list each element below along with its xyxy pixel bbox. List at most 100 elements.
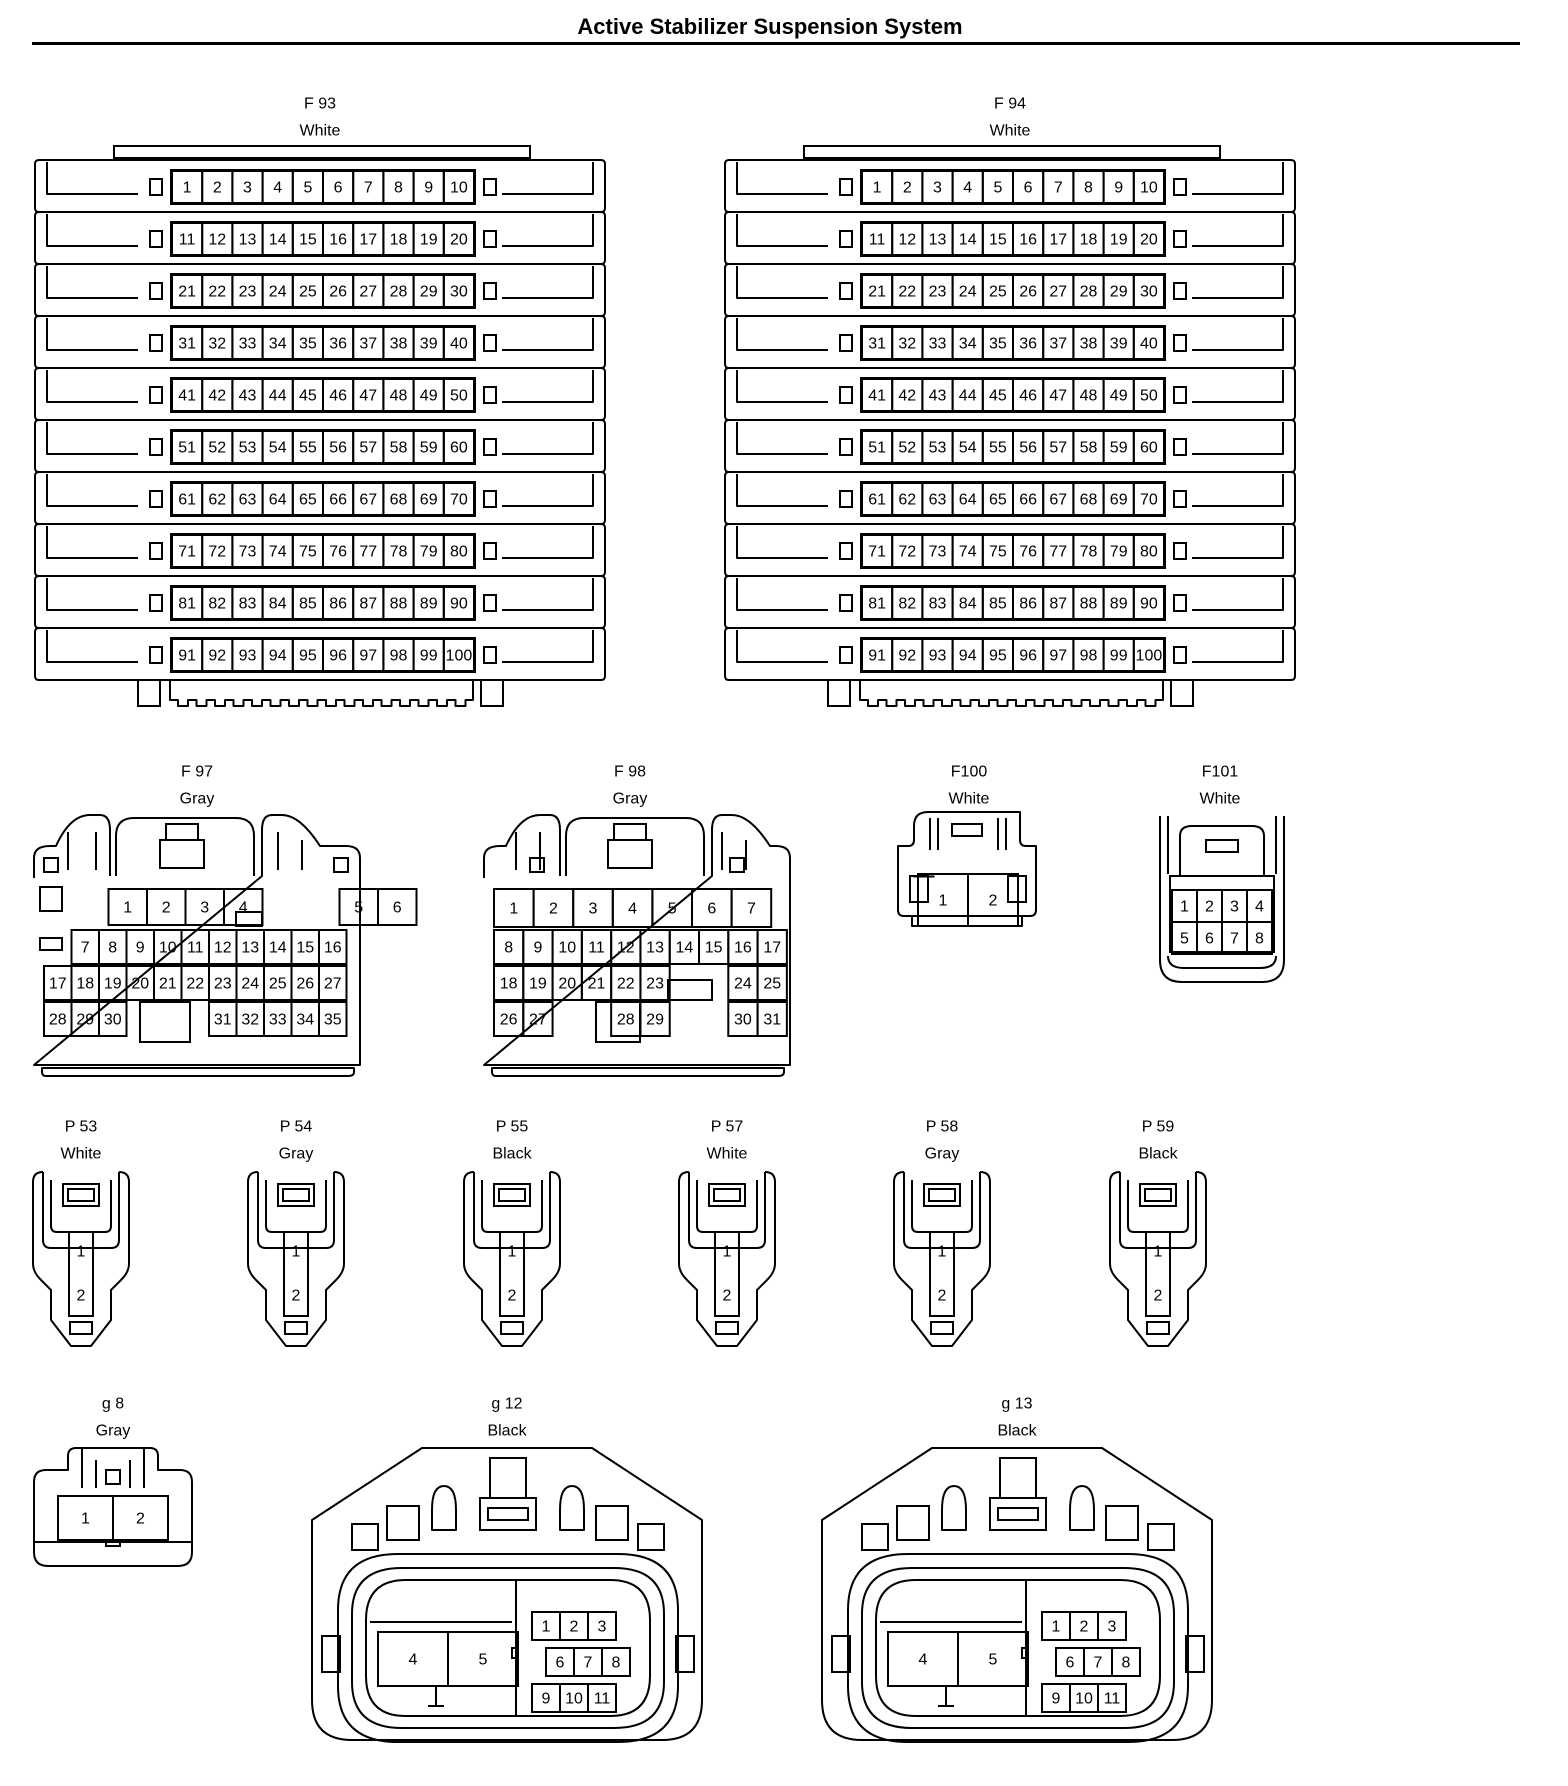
pin-number: 43 — [929, 388, 947, 405]
pin-number: 56 — [329, 440, 347, 457]
rib — [559, 1485, 585, 1531]
row-lock-left — [149, 594, 163, 612]
row-lock-right — [1173, 386, 1187, 404]
pin-cell — [1132, 430, 1166, 464]
pin-number: 74 — [269, 544, 287, 561]
row-lock-left — [149, 646, 163, 664]
pin-number: 15 — [705, 940, 723, 957]
pin-number: 1 — [183, 180, 192, 197]
pin-number: 11 — [187, 940, 204, 957]
circular-housing — [821, 1447, 1213, 1741]
row-lock-left — [839, 334, 853, 352]
pin-number: 41 — [178, 388, 196, 405]
pin-number: 10 — [558, 940, 576, 957]
pin-number: 4 — [239, 900, 248, 917]
row-latch-right — [1192, 422, 1284, 455]
row-latch-left — [46, 162, 138, 195]
pin-cell — [756, 965, 788, 1001]
pin-number: 31 — [214, 1012, 232, 1029]
row-lock-right — [483, 282, 497, 300]
seal-inner — [365, 1579, 651, 1717]
pin-number: 28 — [617, 1012, 635, 1029]
g8-lock — [105, 1469, 121, 1485]
pin-number: 18 — [76, 976, 94, 993]
f100-housing — [897, 811, 1037, 917]
pin-number: 13 — [241, 940, 259, 957]
connector-id-label: P 53 — [65, 1119, 98, 1136]
seal-middle — [351, 1567, 665, 1729]
pin-number: 28 — [390, 284, 408, 301]
row-lock-left — [149, 438, 163, 456]
pin-number: 38 — [1080, 336, 1098, 353]
pin-number: 34 — [296, 1012, 314, 1029]
side-tab — [1105, 1505, 1139, 1541]
pin-cell — [587, 1611, 617, 1641]
side-tab — [386, 1505, 420, 1541]
center-key — [1021, 1647, 1029, 1659]
sensor-housing — [893, 1171, 991, 1347]
pin-number: 35 — [989, 336, 1007, 353]
row-lock-left — [149, 334, 163, 352]
pin-number: 17 — [359, 232, 377, 249]
pin-cell — [318, 1001, 348, 1037]
pin-number: 55 — [299, 440, 317, 457]
pin-number: 2 — [213, 180, 222, 197]
f97-key — [39, 937, 63, 951]
pin-number: 21 — [588, 976, 606, 993]
pin-number: 20 — [131, 976, 149, 993]
pin-number: 84 — [959, 596, 977, 613]
pin-number: 9 — [533, 940, 542, 957]
pin-number: 87 — [1049, 596, 1067, 613]
pin-number: 6 — [334, 180, 343, 197]
pin-number: 12 — [617, 940, 635, 957]
pin-number: 40 — [450, 336, 468, 353]
pin-number: 48 — [390, 388, 408, 405]
row-latch-right — [1192, 214, 1284, 247]
pin-cell — [442, 170, 475, 204]
row-lock-right — [1173, 178, 1187, 196]
row-lock-left — [149, 542, 163, 560]
pin-number: 1 — [1180, 899, 1189, 916]
pin-number: 14 — [675, 940, 693, 957]
pin-number: 86 — [329, 596, 347, 613]
pin-number: 90 — [1140, 596, 1158, 613]
pin-number: 26 — [500, 1012, 518, 1029]
pin-number: 15 — [989, 232, 1007, 249]
sensor-pin-frame — [68, 1231, 94, 1317]
pin-number: 2 — [903, 180, 912, 197]
pin-number: 16 — [324, 940, 342, 957]
pin-number: 93 — [929, 648, 947, 665]
pin-cell — [442, 274, 475, 308]
pin-cell — [223, 888, 264, 926]
row-lock-right — [483, 594, 497, 612]
pin-number: 2 — [570, 1619, 579, 1636]
g8-key — [105, 1539, 121, 1547]
sensor-lock — [277, 1183, 315, 1207]
pin-number: 29 — [420, 284, 438, 301]
pin-number: 76 — [1019, 544, 1037, 561]
pin-number: 8 — [1122, 1655, 1131, 1672]
pin-cell — [522, 1001, 554, 1037]
pin-number: 1 — [542, 1619, 551, 1636]
row-lock-left — [839, 230, 853, 248]
sensor-housing — [678, 1171, 776, 1347]
pin-cell — [1097, 1611, 1127, 1641]
pin-number: 30 — [450, 284, 468, 301]
pin-number: 10 — [450, 180, 468, 197]
sensor-lock — [708, 1183, 746, 1207]
connector-id-label: g 8 — [102, 1396, 124, 1413]
sensor-lock-window — [67, 1188, 95, 1202]
row-lock-right — [1173, 646, 1187, 664]
sensor-pin-frame — [1145, 1231, 1171, 1317]
pin-number: 86 — [1019, 596, 1037, 613]
circular-housing — [311, 1447, 703, 1741]
pin-number: 34 — [269, 336, 287, 353]
sensor-housing — [32, 1171, 130, 1347]
pin-number: 22 — [617, 976, 635, 993]
pin-number: 3 — [200, 900, 209, 917]
pin-number: 100 — [1136, 648, 1163, 665]
f101-housing — [1159, 816, 1285, 983]
foot-right — [1170, 679, 1194, 707]
connector-color-label: White — [300, 123, 341, 140]
pin-number: 10 — [565, 1691, 583, 1708]
